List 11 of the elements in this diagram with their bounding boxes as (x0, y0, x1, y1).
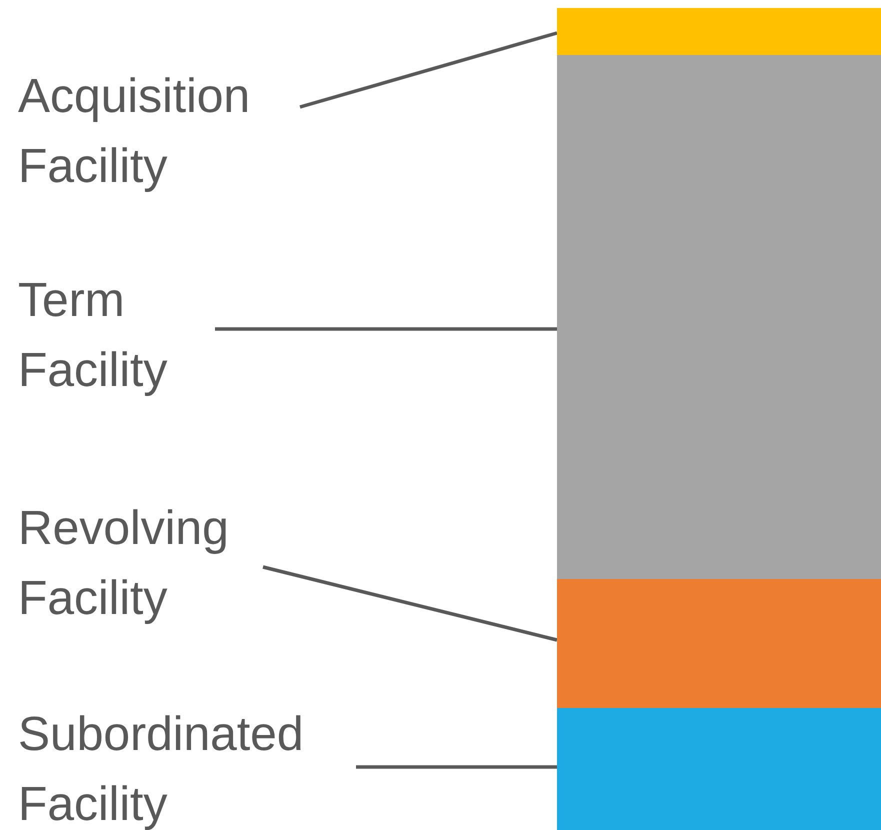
leader-line (356, 765, 557, 769)
bar-segment (557, 579, 881, 708)
facility-label: Revolving Facility (18, 494, 263, 634)
facility-label: Acquisition Facility (18, 62, 300, 202)
leader-line (300, 31, 558, 109)
bar-segment (557, 55, 881, 579)
bar-segment (557, 708, 881, 830)
leader-line (262, 565, 558, 642)
leader-line (215, 327, 557, 331)
bar-segment (557, 8, 881, 55)
facility-label: Term Facility (18, 266, 215, 406)
